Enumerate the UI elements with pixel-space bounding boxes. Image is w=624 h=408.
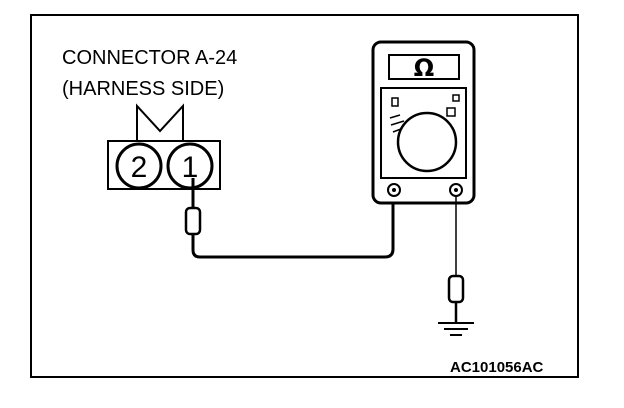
meter-jack-left-center [392,188,396,192]
pin-2-label: 2 [131,151,148,184]
ohmmeter-icon: Ω [371,40,476,205]
meter-indicator-small [391,97,399,107]
meter-jack-right-center [454,188,458,192]
connector-a24: 2 1 [107,103,221,190]
diagram-frame [30,14,579,378]
meter-indicator-right-top [452,94,460,102]
ground-probe-icon [447,274,465,322]
meter-indicator-right [446,107,456,117]
connector-key-icon [136,103,184,141]
pin-2-circle [115,142,163,190]
meter-display [388,54,460,80]
figure-reference-code: AC101056AC [450,359,544,376]
connector-label-line2: (HARNESS SIDE) [62,78,224,100]
ground-symbol-icon [438,322,474,336]
pin-1-label: 1 [182,151,199,184]
test-lead-wire [191,195,395,259]
pin-1-circle [166,142,214,190]
connector-label-line1: CONNECTOR A-24 [62,47,237,69]
meter-dial-knob [396,111,458,173]
probe-icon [184,178,202,236]
ohm-symbol: Ω [414,54,434,82]
